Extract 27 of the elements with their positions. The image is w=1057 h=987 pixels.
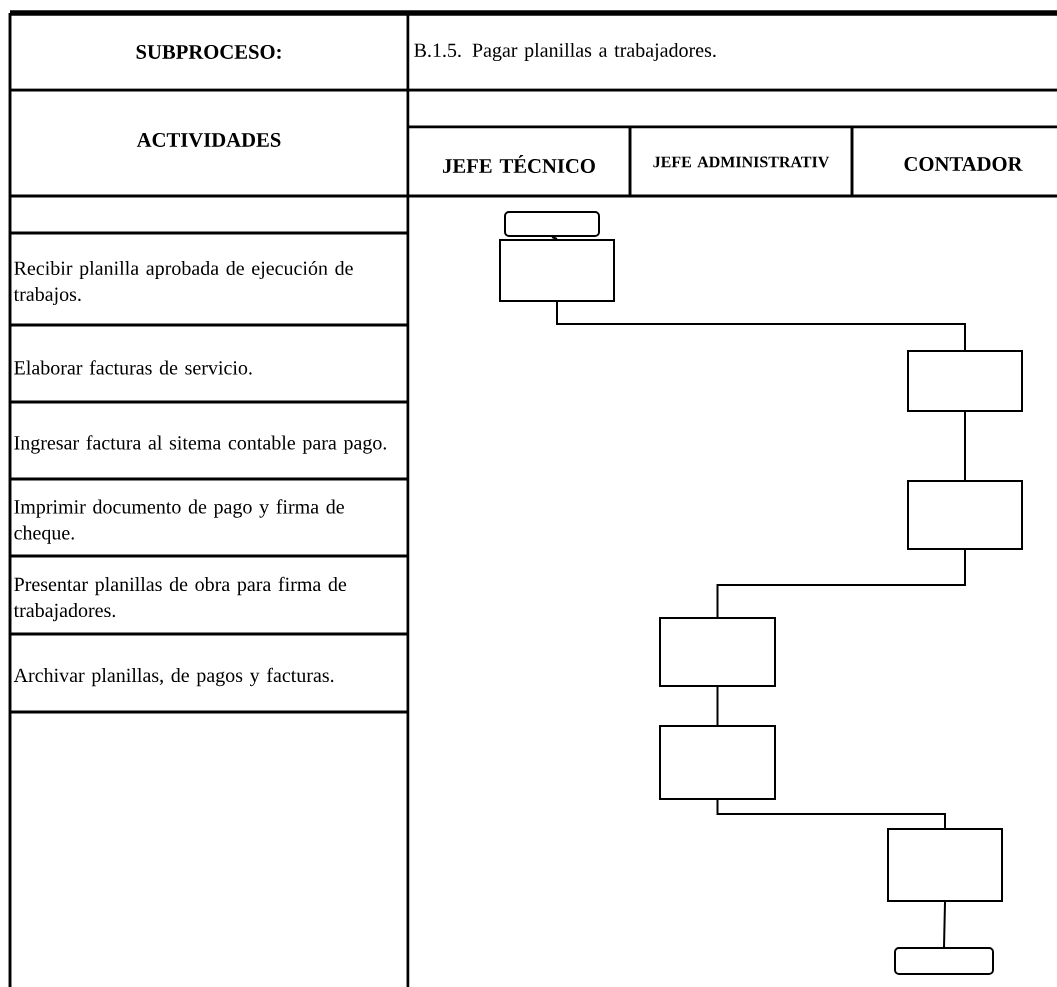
activity-text: Ingresar factura al sitema contable para pago. — [14, 435, 386, 454]
process-box — [887, 828, 1003, 902]
process-box — [659, 725, 776, 800]
header-label: ACTIVIDADES — [136, 133, 281, 147]
activity-text: Presentar planillas de obra para firma de trabajadores. — [13, 576, 347, 622]
process-box — [659, 617, 776, 687]
activity-text: Recibir planilla aprobada de ejecución de trabajos. — [13, 260, 353, 306]
connector-line — [964, 411, 966, 481]
terminator — [894, 947, 994, 975]
connector-line — [943, 901, 946, 948]
header-label: SUBPROCESO: — [136, 45, 281, 59]
process-box — [907, 480, 1023, 550]
activity-text: Archivar planillas, de pagos y facturas. — [13, 667, 334, 687]
activity-text: Imprimir documento de pago y firma de cheque. — [14, 499, 344, 544]
connector-line — [556, 301, 966, 351]
lane-header: JEFE TÉCNICO — [443, 155, 595, 173]
connector-line — [551, 236, 558, 240]
lane-header: JEFE ADMINISTRATIV — [653, 156, 830, 168]
connector-line — [716, 549, 966, 618]
lane-header: CONTADOR — [904, 157, 1023, 171]
subprocess-title: B.1.5. Pagar planillas a trabajadores. — [414, 42, 716, 62]
connector-line — [716, 686, 719, 726]
connector-line — [716, 799, 946, 829]
process-box — [907, 350, 1023, 412]
activity-text: Elaborar facturas de servicio. — [14, 360, 252, 375]
terminator — [504, 211, 600, 237]
process-box — [499, 239, 615, 302]
